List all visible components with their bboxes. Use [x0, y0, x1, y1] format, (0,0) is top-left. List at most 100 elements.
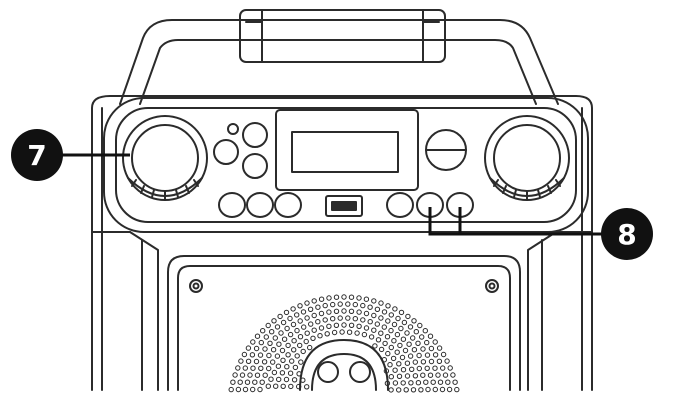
grille-hole: [410, 387, 417, 393]
grille-hole: [371, 312, 377, 319]
grille-hole: [272, 335, 278, 341]
grille-hole: [241, 351, 248, 358]
grille-hole: [245, 358, 252, 364]
grille-hole: [404, 360, 411, 366]
grille-hole: [265, 383, 271, 389]
grille-hole: [271, 369, 278, 376]
grille-hole: [424, 352, 431, 358]
usb-port-icon: [325, 195, 363, 217]
grille-hole: [348, 308, 355, 314]
lcd-display: [275, 109, 419, 191]
grille-hole: [333, 308, 340, 314]
grille-hole: [331, 329, 338, 336]
grille-hole: [352, 301, 358, 308]
grille-hole: [398, 325, 404, 332]
grille-hole: [326, 295, 332, 301]
grille-hole: [269, 329, 275, 335]
grille-hole: [287, 370, 294, 376]
grille-hole: [420, 359, 427, 365]
grille-hole: [402, 347, 409, 354]
grille-hole: [452, 379, 458, 385]
grille-hole: [303, 338, 309, 345]
grille-hole: [394, 331, 401, 338]
grille-hole: [279, 347, 286, 354]
grille-hole: [418, 387, 424, 393]
grille-hole: [271, 318, 277, 324]
grille-hole: [244, 379, 251, 385]
grille-hole: [416, 352, 422, 359]
grille-hole: [363, 310, 370, 317]
grille-hole: [252, 379, 258, 385]
grille-hole: [254, 333, 261, 339]
grille-hole: [341, 322, 347, 328]
grille-hole: [394, 349, 400, 355]
grille-hole: [330, 301, 336, 308]
grille-hole: [416, 365, 422, 372]
grille-hole: [361, 331, 368, 338]
grille-hole: [423, 379, 429, 385]
grille-hole: [392, 380, 399, 386]
grille-hole: [371, 298, 377, 304]
grille-hole: [352, 316, 358, 322]
grille-hole: [294, 312, 300, 318]
left-volume-knob: [122, 115, 208, 201]
grille-hole: [346, 329, 353, 335]
grille-hole: [318, 310, 325, 317]
grille-hole: [374, 306, 381, 312]
grille-hole: [400, 336, 407, 342]
grille-hole: [419, 334, 425, 340]
grille-hole: [297, 334, 304, 340]
grille-hole: [427, 333, 434, 339]
grille-hole: [280, 383, 286, 389]
grille-hole: [392, 306, 398, 312]
grille-hole: [294, 327, 300, 334]
grille-hole: [454, 386, 460, 393]
grille-hole: [291, 338, 297, 344]
grille-hole: [270, 359, 276, 365]
grille-hole: [374, 321, 380, 327]
grille-hole: [285, 352, 291, 358]
grille-hole: [405, 313, 411, 320]
grille-hole: [378, 330, 384, 336]
grille-hole: [291, 377, 298, 383]
grille-hole: [411, 347, 418, 353]
grille-hole: [284, 364, 290, 370]
grille-hole: [287, 331, 294, 338]
grille-hole: [430, 379, 436, 385]
grille-hole: [436, 358, 443, 364]
grille-hole: [356, 323, 362, 329]
grille-hole: [268, 376, 274, 382]
grille-hole: [436, 345, 443, 351]
grille-hole: [341, 308, 347, 314]
grille-hole: [360, 317, 366, 323]
grille-hole: [253, 345, 260, 352]
grille-hole: [301, 324, 307, 330]
grille-hole: [311, 327, 317, 333]
grille-hole: [242, 386, 249, 393]
grille-hole: [397, 342, 403, 349]
grille-hole: [408, 380, 414, 386]
grille-hole: [404, 330, 410, 336]
grille-hole: [440, 351, 447, 358]
grille-hole: [294, 353, 300, 359]
grille-hole: [239, 372, 246, 378]
grille-hole: [300, 377, 306, 383]
grille-hole: [292, 364, 299, 371]
grille-hole: [339, 329, 345, 335]
grille-hole: [440, 365, 446, 371]
grille-hole: [273, 383, 279, 389]
grille-hole: [385, 350, 391, 357]
grille-hole: [330, 316, 336, 322]
grille-hole: [253, 358, 260, 365]
grille-hole: [337, 301, 343, 307]
grille-hole: [381, 357, 387, 363]
grille-hole: [238, 358, 244, 364]
grille-hole: [363, 296, 370, 302]
grille-hole: [354, 330, 360, 336]
grille-hole: [381, 309, 388, 315]
grille-hole: [298, 359, 304, 365]
grille-hole: [345, 301, 351, 307]
grille-hole: [258, 365, 264, 371]
grille-hole: [420, 372, 426, 378]
speaker-grille-emblem: [299, 339, 389, 391]
